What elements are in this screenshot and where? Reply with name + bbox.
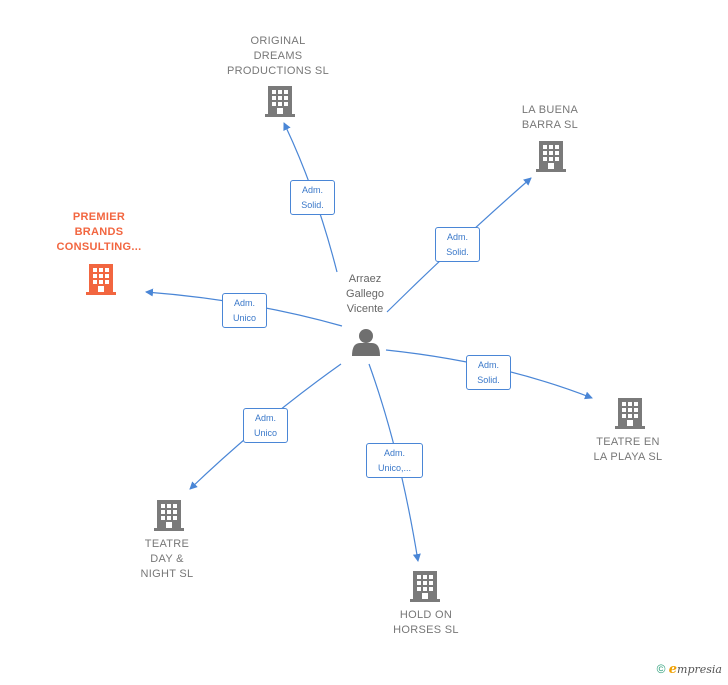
company-name-line: LA BUENA	[521, 104, 579, 116]
relation-line: Unico	[232, 313, 256, 323]
relation-line: Adm.	[477, 360, 499, 370]
person-name-line: Vicente	[346, 303, 384, 315]
company-name-line: LA PLAYA SL	[593, 451, 663, 463]
company-name-line: PREMIER	[72, 211, 126, 223]
company-label-teatre-en-la-playa[interactable]: TEATRE EN LA PLAYA SL	[568, 435, 688, 465]
center-person-label: Arraez Gallego Vicente	[320, 272, 410, 317]
building-icon[interactable]	[154, 500, 184, 531]
copyright-symbol: ©	[656, 662, 666, 676]
relation-line: Adm.	[446, 232, 468, 242]
company-name-line: HOLD ON	[399, 609, 453, 621]
relation-line: Solid.	[477, 375, 500, 385]
company-name-line: NIGHT SL	[140, 568, 194, 580]
relation-label-hold-on-horses[interactable]: Adm. Unico,...	[366, 443, 423, 478]
relation-label-original-dreams[interactable]: Adm. Solid.	[290, 180, 335, 215]
company-name-line: BRANDS	[74, 226, 124, 238]
company-name-line: HORSES SL	[393, 624, 459, 636]
building-icon[interactable]	[86, 264, 116, 295]
company-name-line: ORIGINAL	[250, 35, 306, 47]
relation-label-premier-brands[interactable]: Adm. Unico	[222, 293, 267, 328]
relation-line: Solid.	[446, 247, 469, 257]
building-icon[interactable]	[265, 86, 295, 117]
relation-label-teatre-en-la-playa[interactable]: Adm. Solid.	[466, 355, 511, 390]
building-icon[interactable]	[615, 398, 645, 429]
relation-line: Adm.	[301, 185, 323, 195]
company-label-hold-on-horses[interactable]: HOLD ON HORSES SL	[366, 608, 486, 638]
person-name-line: Arraez	[348, 273, 382, 285]
company-name-line: TEATRE EN	[596, 436, 660, 448]
building-icon[interactable]	[536, 141, 566, 172]
relation-line: Adm.	[233, 298, 255, 308]
person-icon[interactable]	[352, 329, 380, 356]
relation-line: Adm.	[383, 448, 405, 458]
relation-line: Adm.	[254, 413, 276, 423]
relation-line: Solid.	[301, 200, 324, 210]
footer-brand: © empresia	[657, 662, 722, 677]
company-name-line: PRODUCTIONS SL	[227, 65, 329, 77]
company-name-line: TEATRE	[144, 538, 190, 550]
brand-name: mpresia	[677, 663, 722, 676]
relation-label-teatre-day-night[interactable]: Adm. Unico	[243, 408, 288, 443]
company-name-line: CONSULTING...	[56, 241, 142, 253]
relation-label-la-buena-barra[interactable]: Adm. Solid.	[435, 227, 480, 262]
company-label-teatre-day-night[interactable]: TEATRE DAY & NIGHT SL	[117, 537, 217, 582]
brand-initial: e	[668, 662, 678, 677]
company-name-line: BARRA SL	[521, 119, 579, 131]
company-name-line: DREAMS	[253, 50, 303, 62]
relation-line: Unico	[253, 428, 277, 438]
company-name-line: DAY &	[150, 553, 184, 565]
company-label-la-buena-barra[interactable]: LA BUENA BARRA SL	[490, 103, 610, 133]
person-name-line: Gallego	[346, 288, 384, 300]
brand-logo: empresia	[668, 662, 722, 677]
company-label-premier-brands[interactable]: PREMIER BRANDS CONSULTING...	[38, 210, 160, 255]
company-label-original-dreams[interactable]: ORIGINAL DREAMS PRODUCTIONS SL	[208, 34, 348, 79]
building-icon[interactable]	[410, 571, 440, 602]
relation-line: Unico,...	[377, 463, 411, 473]
